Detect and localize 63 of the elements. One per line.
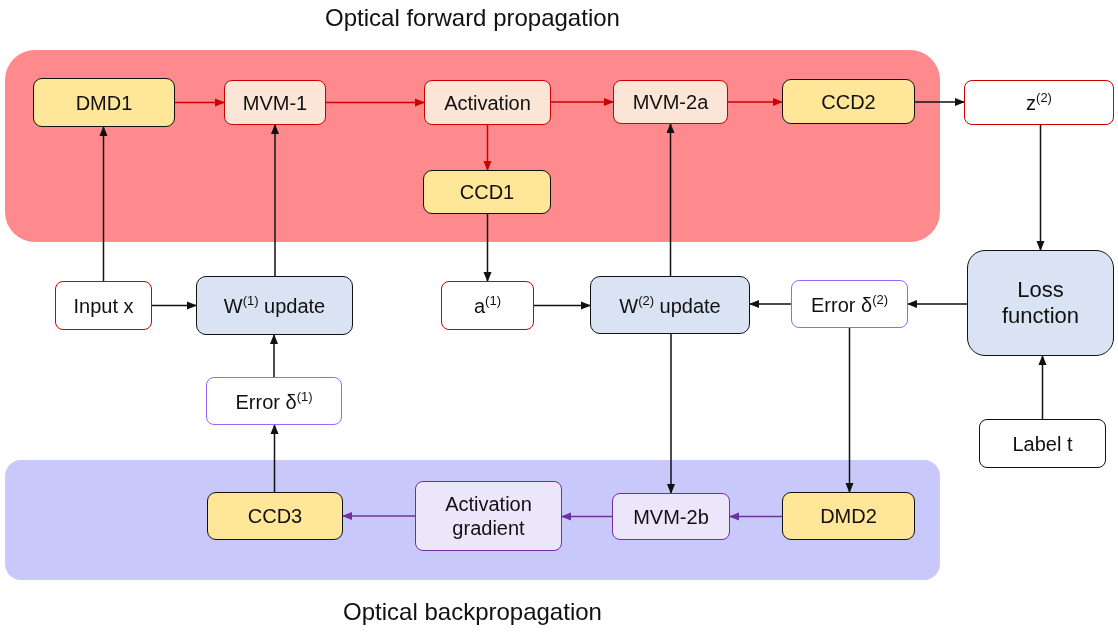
node-label: CCD3 [246,504,304,528]
arrow [550,97,615,107]
device-box [33,78,175,127]
node-label: MVM-2a [631,90,710,114]
error-box [206,377,342,425]
node-label: Loss function [1000,276,1081,330]
node-label: Input x [72,293,135,318]
node-label: MVM-2b [632,504,710,529]
label-box [979,419,1106,468]
device-box [423,170,551,214]
arrow [533,301,592,310]
arrow [270,423,279,493]
node-label: MVM-1 [241,90,309,115]
data-box [55,281,152,330]
node-label: Activation [443,90,532,115]
node-label: W$^{(2)}$ update [618,292,722,318]
arrow [727,97,784,107]
process-box [424,80,551,125]
process-box [612,493,730,540]
arrow [560,512,613,521]
device-box [782,492,915,540]
process-box [224,80,326,125]
node-label: Error δ$^{(2)}$ [810,291,889,317]
device-box [782,79,915,124]
device-box [207,492,343,540]
arrow [174,98,226,107]
arrow [666,122,675,277]
arrow [666,333,676,495]
node-label: CCD1 [458,180,516,204]
node-label: z$^{(2)}$ [1025,90,1053,115]
data-box [964,80,1114,125]
loss-box [967,250,1114,356]
arrow [341,511,416,521]
arrow [1038,354,1047,420]
arrow [914,97,966,107]
node-label: Activation gradient [444,492,533,540]
update-box [196,276,353,335]
node-label: Label t [1011,431,1074,456]
panel-heading: Optical backpropagation [342,598,603,626]
arrow [325,98,426,107]
data-box [441,281,534,330]
arrow [906,299,968,309]
node-label: CCD2 [820,89,877,114]
arrow [845,327,854,494]
update-box [590,276,750,334]
node-label: Error δ$^{(1)}$ [234,388,314,414]
arrow [748,299,792,309]
node-label: DMD2 [819,504,878,528]
process-box [415,481,562,551]
process-box [613,80,728,124]
error-box [791,280,908,328]
node-label: W$^{(1)}$ update [222,293,327,318]
arrow [99,125,108,282]
arrow [151,301,198,310]
arrow [483,124,492,172]
node-label: a$^{(1)}$ [473,293,502,318]
node-label: DMD1 [74,90,134,115]
arrow [483,213,492,283]
arrow [270,123,280,277]
arrow [728,512,783,521]
arrow [269,333,279,378]
arrow [1036,124,1045,252]
panel-heading: Optical forward propagation [324,4,621,32]
